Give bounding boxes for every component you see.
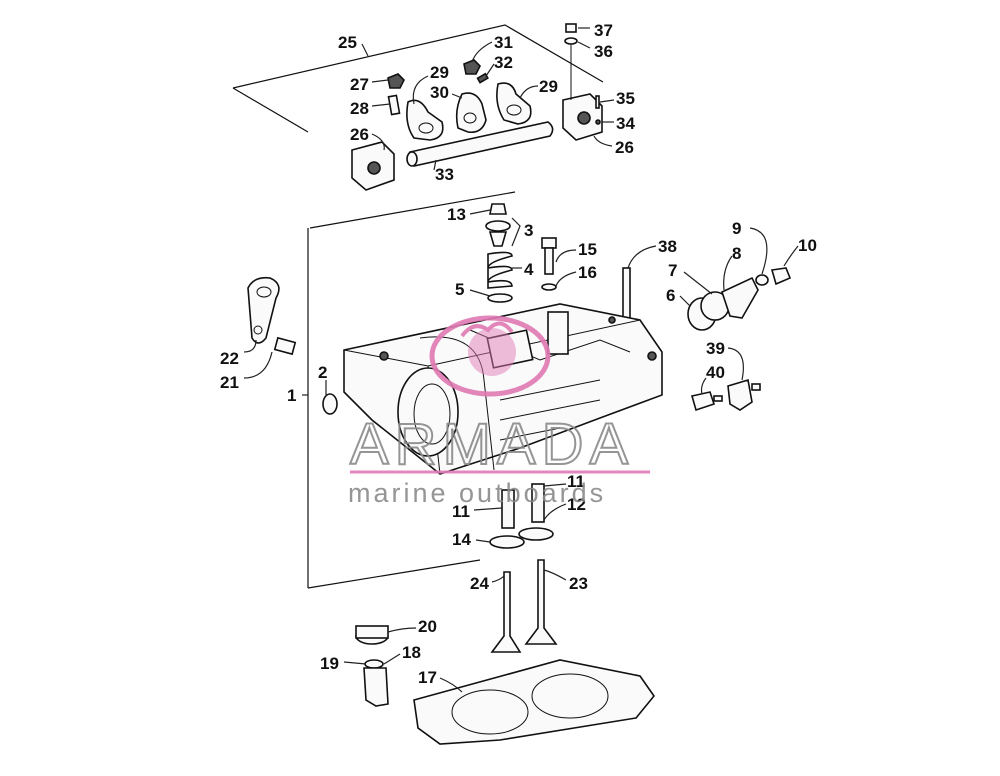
callout-25: 25 [338,33,357,52]
callout-19: 19 [320,654,339,673]
callout-29b: 29 [539,77,558,96]
callout-15: 15 [578,240,597,259]
rocker-arm-center [455,92,487,134]
callout-22: 22 [220,349,239,368]
tappet-parts [355,625,389,707]
rocker-arm-right [496,82,532,125]
valve-guides [501,483,545,529]
valve-cap [489,203,507,215]
sensor-parts [690,378,761,412]
callout-40: 40 [706,363,725,382]
callout-33: 33 [435,165,454,184]
callout-21: 21 [220,373,239,392]
valve-spring [487,251,513,289]
callout-7: 7 [668,261,677,280]
callout-37: 37 [594,21,613,40]
callout-10: 10 [798,236,817,255]
callout-8: 8 [732,244,741,263]
callout-11b: 11 [452,502,470,521]
callout-20: 20 [418,617,437,636]
cylinder-head-frame [307,191,516,589]
callout-26a: 26 [350,125,369,144]
callout-1: 1 [287,386,296,405]
armada-watermark: ARMADA marine outboards [348,315,650,508]
callout-34: 34 [616,114,635,133]
rocker-assembly-frame [232,24,604,133]
rocker-support-right [562,93,603,141]
bracket-bolt [273,336,297,356]
callout-24: 24 [470,574,489,593]
valve-seats [489,527,554,549]
spring-seat [487,293,513,303]
rocker-shaft [406,121,554,167]
callout-2: 2 [318,363,327,382]
callout-38: 38 [658,237,677,256]
callout-11a: 11 [567,472,585,491]
callout-32: 32 [494,53,513,72]
callout-6: 6 [666,286,675,305]
watermark-brand: ARMADA [350,412,634,477]
callout-23: 23 [569,574,588,593]
callout-3: 3 [524,221,533,240]
callout-39: 39 [706,339,725,358]
callout-13: 13 [447,205,466,224]
watermark-tagline: marine outboards [348,478,606,508]
head-gasket [413,659,656,745]
callout-17: 17 [418,668,437,687]
valves [490,559,558,653]
callout-16: 16 [578,263,597,282]
callout-35: 35 [616,89,635,108]
plug [322,393,338,415]
callout-14: 14 [452,530,471,549]
callout-31: 31 [494,33,513,52]
callout-labels: 1 2 3 4 5 6 7 8 9 10 11 11 12 13 14 15 1… [220,21,817,693]
spring-retainer [485,220,511,247]
watermark-logo-mark [429,315,551,397]
callout-5: 5 [455,280,464,299]
small-rocker-hardware [387,23,601,125]
cylinder-head [343,303,663,475]
stud [622,267,631,319]
callout-18: 18 [402,643,421,662]
callout-9: 9 [732,219,741,238]
side-bracket [247,276,280,344]
callout-12: 12 [567,495,586,514]
callout-26b: 26 [615,138,634,157]
callout-28: 28 [350,99,369,118]
callout-30: 30 [430,83,449,102]
rocker-arm-left [406,99,444,141]
callout-27: 27 [350,75,369,94]
thermostat-housing-parts [687,267,792,331]
callout-4: 4 [524,260,534,279]
callout-29a: 29 [430,63,449,82]
head-bolt [541,237,557,291]
callout-36: 36 [594,42,613,61]
rocker-support-left [351,141,395,191]
